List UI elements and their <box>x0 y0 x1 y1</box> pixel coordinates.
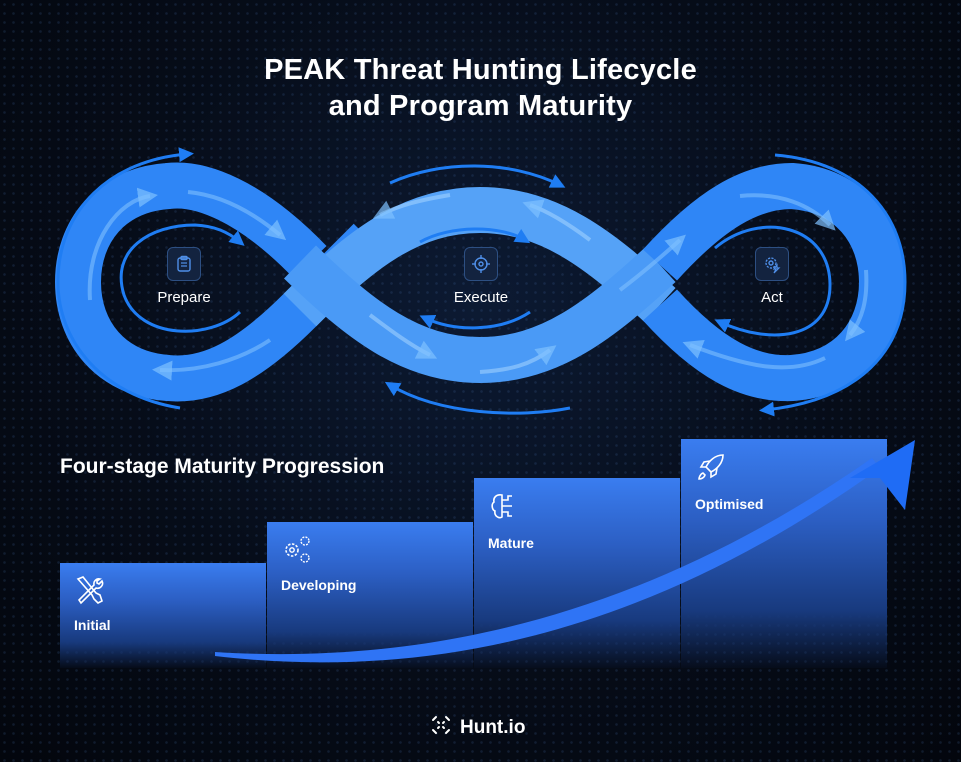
lifecycle-node-prepare: Prepare <box>129 247 239 306</box>
gear-bolt-icon <box>755 247 789 281</box>
stage-label: Optimised <box>695 496 764 512</box>
lifecycle-node-execute: Execute <box>426 247 536 306</box>
band-middle-lower <box>284 245 676 384</box>
crosshair-icon <box>464 247 498 281</box>
band-left-loop <box>55 162 387 402</box>
brand-name: Hunt.io <box>460 716 526 738</box>
lifecycle-label: Execute <box>453 289 509 306</box>
gears-icon <box>281 534 313 571</box>
band-middle-upper <box>283 186 676 327</box>
rocket-icon <box>695 451 727 488</box>
lifecycle-label: Prepare <box>157 289 211 306</box>
title-line-1: PEAK Threat Hunting Lifecycle <box>264 54 697 86</box>
stage-label: Initial <box>74 617 111 633</box>
title-line-2: and Program Maturity <box>328 90 633 122</box>
page-title: PEAK Threat Hunting Lifecycle and Progra… <box>0 52 961 124</box>
stage-label: Developing <box>281 577 357 593</box>
brain-circuit-icon <box>488 490 520 527</box>
tools-icon <box>74 575 106 612</box>
maturity-heading: Four-stage Maturity Progression <box>60 455 385 478</box>
hunt-logo-icon <box>430 714 452 741</box>
band-right-loop <box>642 162 906 402</box>
clipboard-icon <box>167 247 201 281</box>
lifecycle-node-act: Act <box>717 247 827 306</box>
lifecycle-label: Act <box>761 289 783 306</box>
lifecycle-infinity-diagram <box>55 147 907 417</box>
brand-logo: Hunt.io <box>430 714 525 741</box>
stage-label: Mature <box>488 535 534 551</box>
maturity-stage-initial: Initial <box>60 563 266 668</box>
